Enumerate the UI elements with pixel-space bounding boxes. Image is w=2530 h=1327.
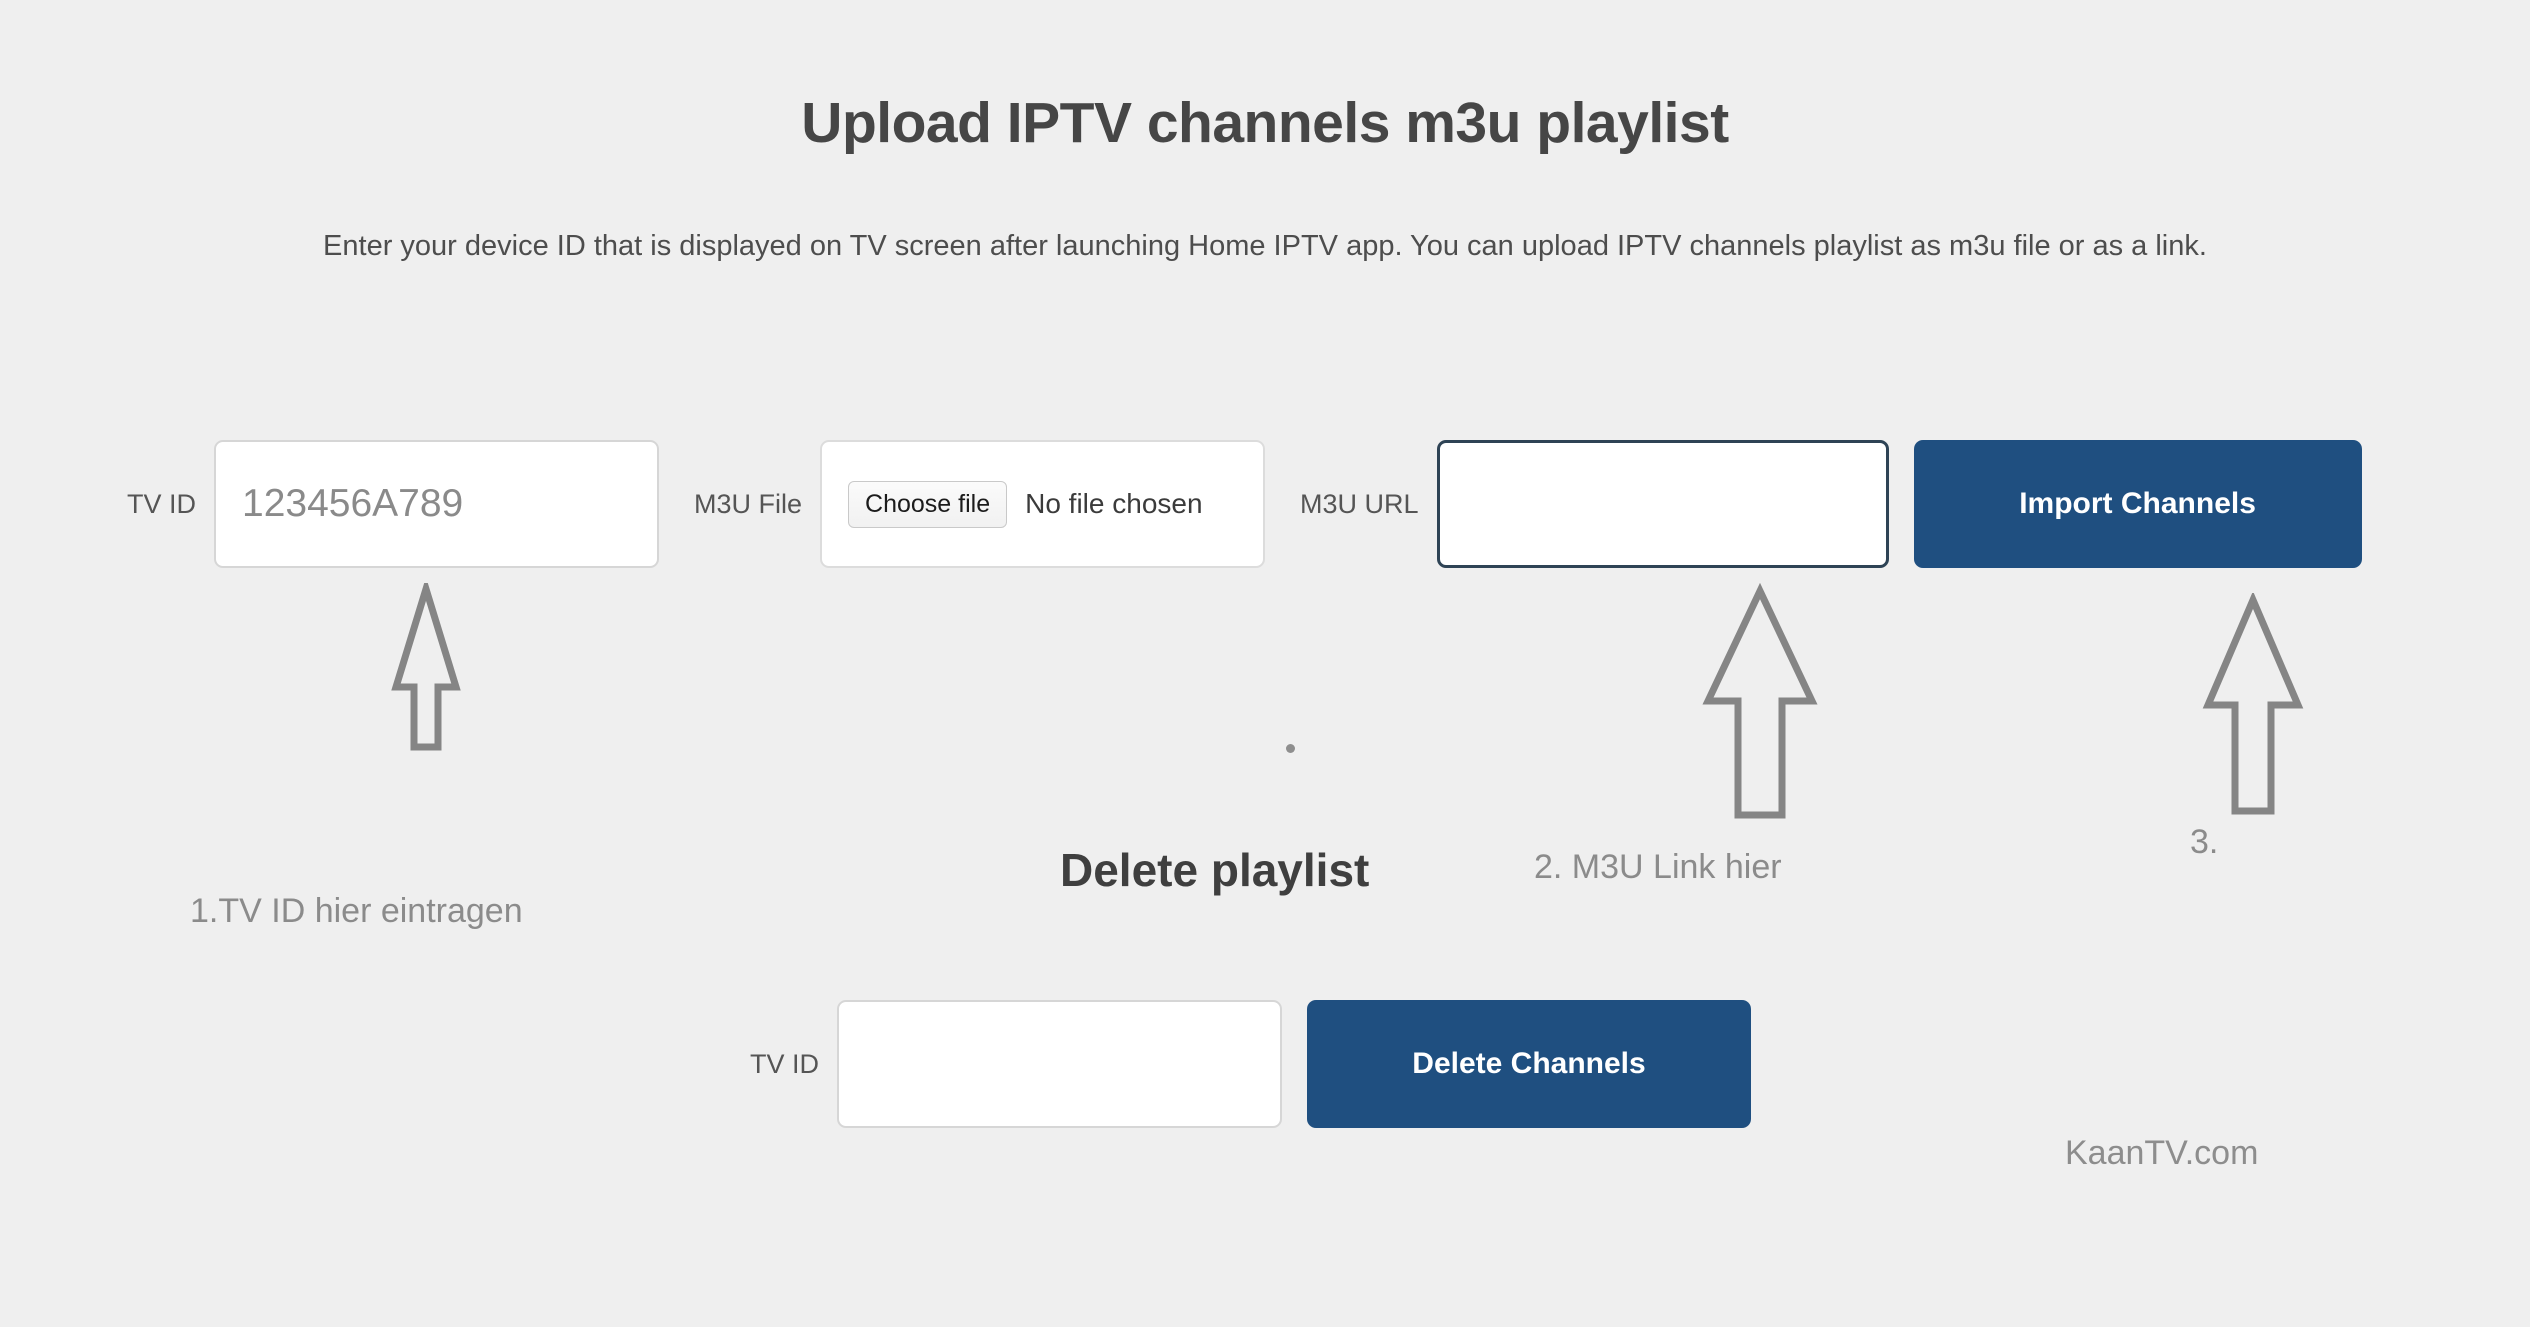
choose-file-button[interactable]: Choose file [848, 480, 1008, 528]
delete-channels-button[interactable]: Delete Channels [1307, 1000, 1752, 1128]
up-arrow-icon-step2 [1700, 583, 1820, 823]
tv-id-label: TV ID [127, 488, 197, 519]
import-channels-button[interactable]: Import Channels [1913, 440, 2362, 568]
site-footer-label: KaanTV.com [2065, 1134, 2259, 1172]
m3u-file-field-group: M3U File Choose file No file chosen [694, 440, 1266, 568]
m3u-file-label: M3U File [694, 488, 803, 519]
tv-id-input[interactable] [214, 440, 660, 568]
annotation-step2: 2. M3U Link hier [1534, 848, 1782, 886]
annotation-step3: 3. [2190, 823, 2219, 861]
stray-dot-mark [1286, 744, 1295, 753]
m3u-url-input[interactable] [1436, 440, 1889, 568]
m3u-file-input[interactable]: Choose file No file chosen [820, 440, 1266, 568]
up-arrow-icon-step1 [390, 583, 462, 753]
file-chosen-status: No file chosen [1025, 488, 1203, 519]
annotation-step1: 1.TV ID hier eintragen [190, 892, 523, 930]
page-title: Upload IPTV channels m3u playlist [801, 91, 1729, 155]
upload-form-row: TV ID M3U File Choose file No file chose… [127, 440, 2362, 568]
delete-playlist-heading: Delete playlist [1060, 844, 1370, 896]
tv-id-field-group: TV ID [127, 440, 660, 568]
delete-form-row: TV ID Delete Channels [750, 1000, 1752, 1128]
page-subtitle: Enter your device ID that is displayed o… [323, 230, 2207, 262]
m3u-url-label: M3U URL [1300, 488, 1419, 519]
up-arrow-icon-step3 [2200, 593, 2306, 819]
delete-tv-id-label: TV ID [750, 1048, 820, 1079]
delete-tv-id-input[interactable] [837, 1000, 1283, 1128]
m3u-url-field-group: M3U URL [1300, 440, 1889, 568]
